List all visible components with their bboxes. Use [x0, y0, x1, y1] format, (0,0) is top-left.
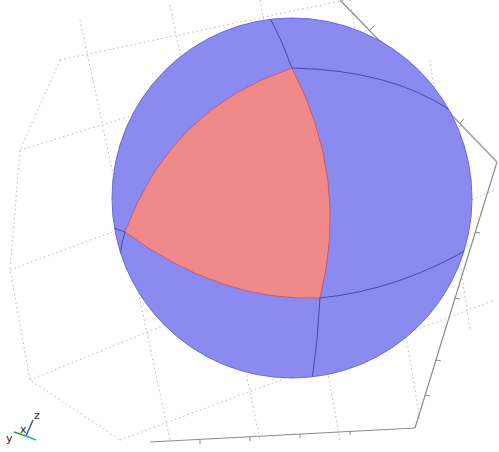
axis-label: x: [20, 424, 27, 435]
axis-label: y: [6, 433, 13, 444]
sphere: [112, 18, 472, 378]
axis-triad: [14, 420, 36, 440]
spherical-triangle: [125, 68, 330, 298]
axis-label: z: [34, 410, 40, 421]
grid-lines: [10, 0, 495, 440]
great-circle-arcs: [100, 18, 475, 380]
